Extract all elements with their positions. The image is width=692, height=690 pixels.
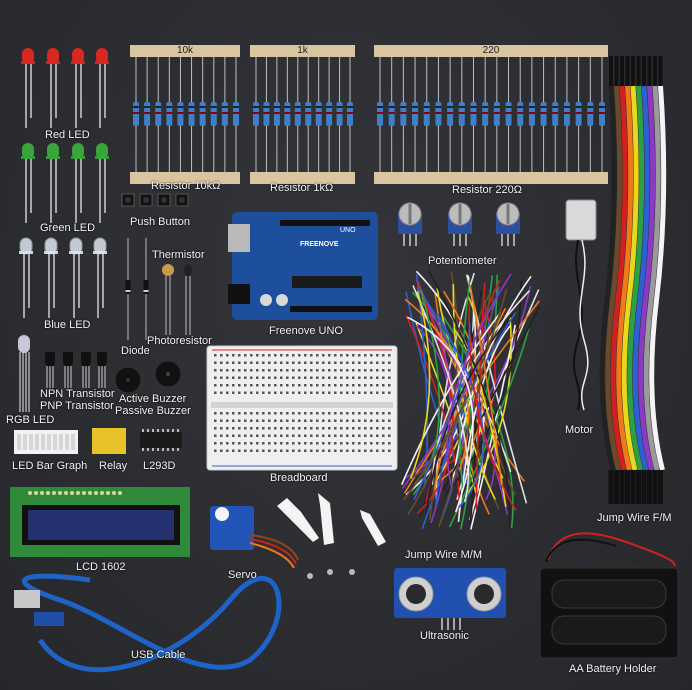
label-relay: Relay: [99, 460, 128, 472]
potentiometer-3: [496, 202, 520, 246]
label-pnp: PNP Transistor: [40, 400, 114, 412]
label-passive-buzzer: Passive Buzzer: [115, 405, 191, 417]
diode-2: [143, 238, 149, 340]
resistors-1k: [253, 56, 353, 174]
screws: [307, 569, 355, 579]
label-red-led: Red LED: [45, 129, 90, 141]
motor: [565, 199, 597, 411]
blue-led-3: [69, 237, 83, 318]
label-potentiometer: Potentiometer: [428, 255, 497, 267]
label-ultrasonic: Ultrasonic: [420, 630, 469, 642]
label-usb: USB Cable: [131, 649, 186, 661]
green-led-2: [46, 143, 60, 223]
usb-cable: [14, 573, 282, 673]
label-green-led: Green LED: [40, 222, 96, 234]
battery-holder: [539, 532, 679, 659]
label-blue-led: Blue LED: [44, 319, 91, 331]
transistor-3: [81, 352, 91, 388]
transistor-4: [97, 352, 107, 388]
red-led-3: [71, 48, 85, 128]
tape-1k: 1k: [250, 45, 355, 57]
green-led-3: [71, 143, 85, 223]
relay: [92, 428, 126, 454]
photoresistor: [162, 264, 174, 335]
label-battery: AA Battery Holder: [569, 663, 657, 675]
diode-1: [125, 238, 131, 340]
rgb-led: [18, 335, 30, 412]
jump-wire-fm: [599, 56, 667, 504]
ultrasonic-sensor: [394, 568, 506, 630]
label-push-button: Push Button: [130, 216, 190, 228]
push-button-4: [175, 193, 189, 207]
label-npn: NPN Transistor: [40, 388, 115, 400]
red-led-2: [46, 48, 60, 128]
passive-buzzer: [154, 360, 182, 388]
label-resistor-1k: Resistor 1kΩ: [270, 182, 334, 194]
blue-led-1: [19, 237, 33, 318]
label-resistor-10k: Resistor 10kΩ: [151, 180, 221, 192]
l293d-chip: [140, 429, 182, 451]
label-jump-mm: Jump Wire M/M: [405, 549, 482, 561]
green-led-4: [95, 143, 109, 223]
board-model-text: UNO: [340, 227, 356, 234]
label-diode: Diode: [121, 345, 150, 357]
resistors-220: [377, 56, 605, 174]
green-led-1: [21, 143, 35, 223]
label-resistor-220: Resistor 220Ω: [452, 184, 522, 196]
tape-10k-bottom: [130, 172, 240, 184]
transistor-2: [63, 352, 73, 388]
push-button-3: [157, 193, 171, 207]
potentiometer-2: [448, 202, 472, 246]
label-lcd: LCD 1602: [76, 561, 126, 573]
push-button-1: [121, 193, 135, 207]
red-led-4: [95, 48, 109, 128]
red-led-1: [21, 48, 35, 128]
blue-led-4: [93, 237, 107, 318]
label-motor: Motor: [565, 424, 594, 436]
breadboard: [206, 345, 398, 471]
blue-led-2: [44, 237, 58, 318]
potentiometer-1: [398, 202, 422, 246]
label-servo: Servo: [228, 569, 257, 581]
jump-wire-mm: [401, 269, 541, 530]
servo-horns: [277, 493, 386, 546]
resistors-10k: [133, 56, 239, 174]
label-l293d: L293D: [143, 460, 176, 472]
label-photoresistor: Photoresistor: [147, 335, 212, 347]
tape-1k-bottom: [250, 172, 355, 184]
label-breadboard: Breadboard: [270, 472, 328, 484]
lcd-1602: [10, 487, 190, 557]
led-bar-graph: [14, 430, 78, 454]
transistor-1: [45, 352, 55, 388]
label-active-buzzer: Active Buzzer: [119, 393, 187, 405]
tape-220-bottom: [374, 172, 608, 184]
push-button-2: [139, 193, 153, 207]
label-rgb-led: RGB LED: [6, 414, 55, 426]
label-thermistor: Thermistor: [152, 249, 205, 261]
board-brand-text: FREENOVE: [300, 241, 339, 248]
servo: [210, 506, 299, 569]
label-led-bar: LED Bar Graph: [12, 460, 88, 472]
thermistor: [184, 264, 192, 335]
label-jump-fm: Jump Wire F/M: [597, 512, 672, 524]
label-freenove-uno: Freenove UNO: [269, 325, 343, 337]
tape-10k: 10k: [130, 45, 240, 57]
tape-220: 220: [374, 45, 608, 57]
active-buzzer: [114, 366, 142, 394]
